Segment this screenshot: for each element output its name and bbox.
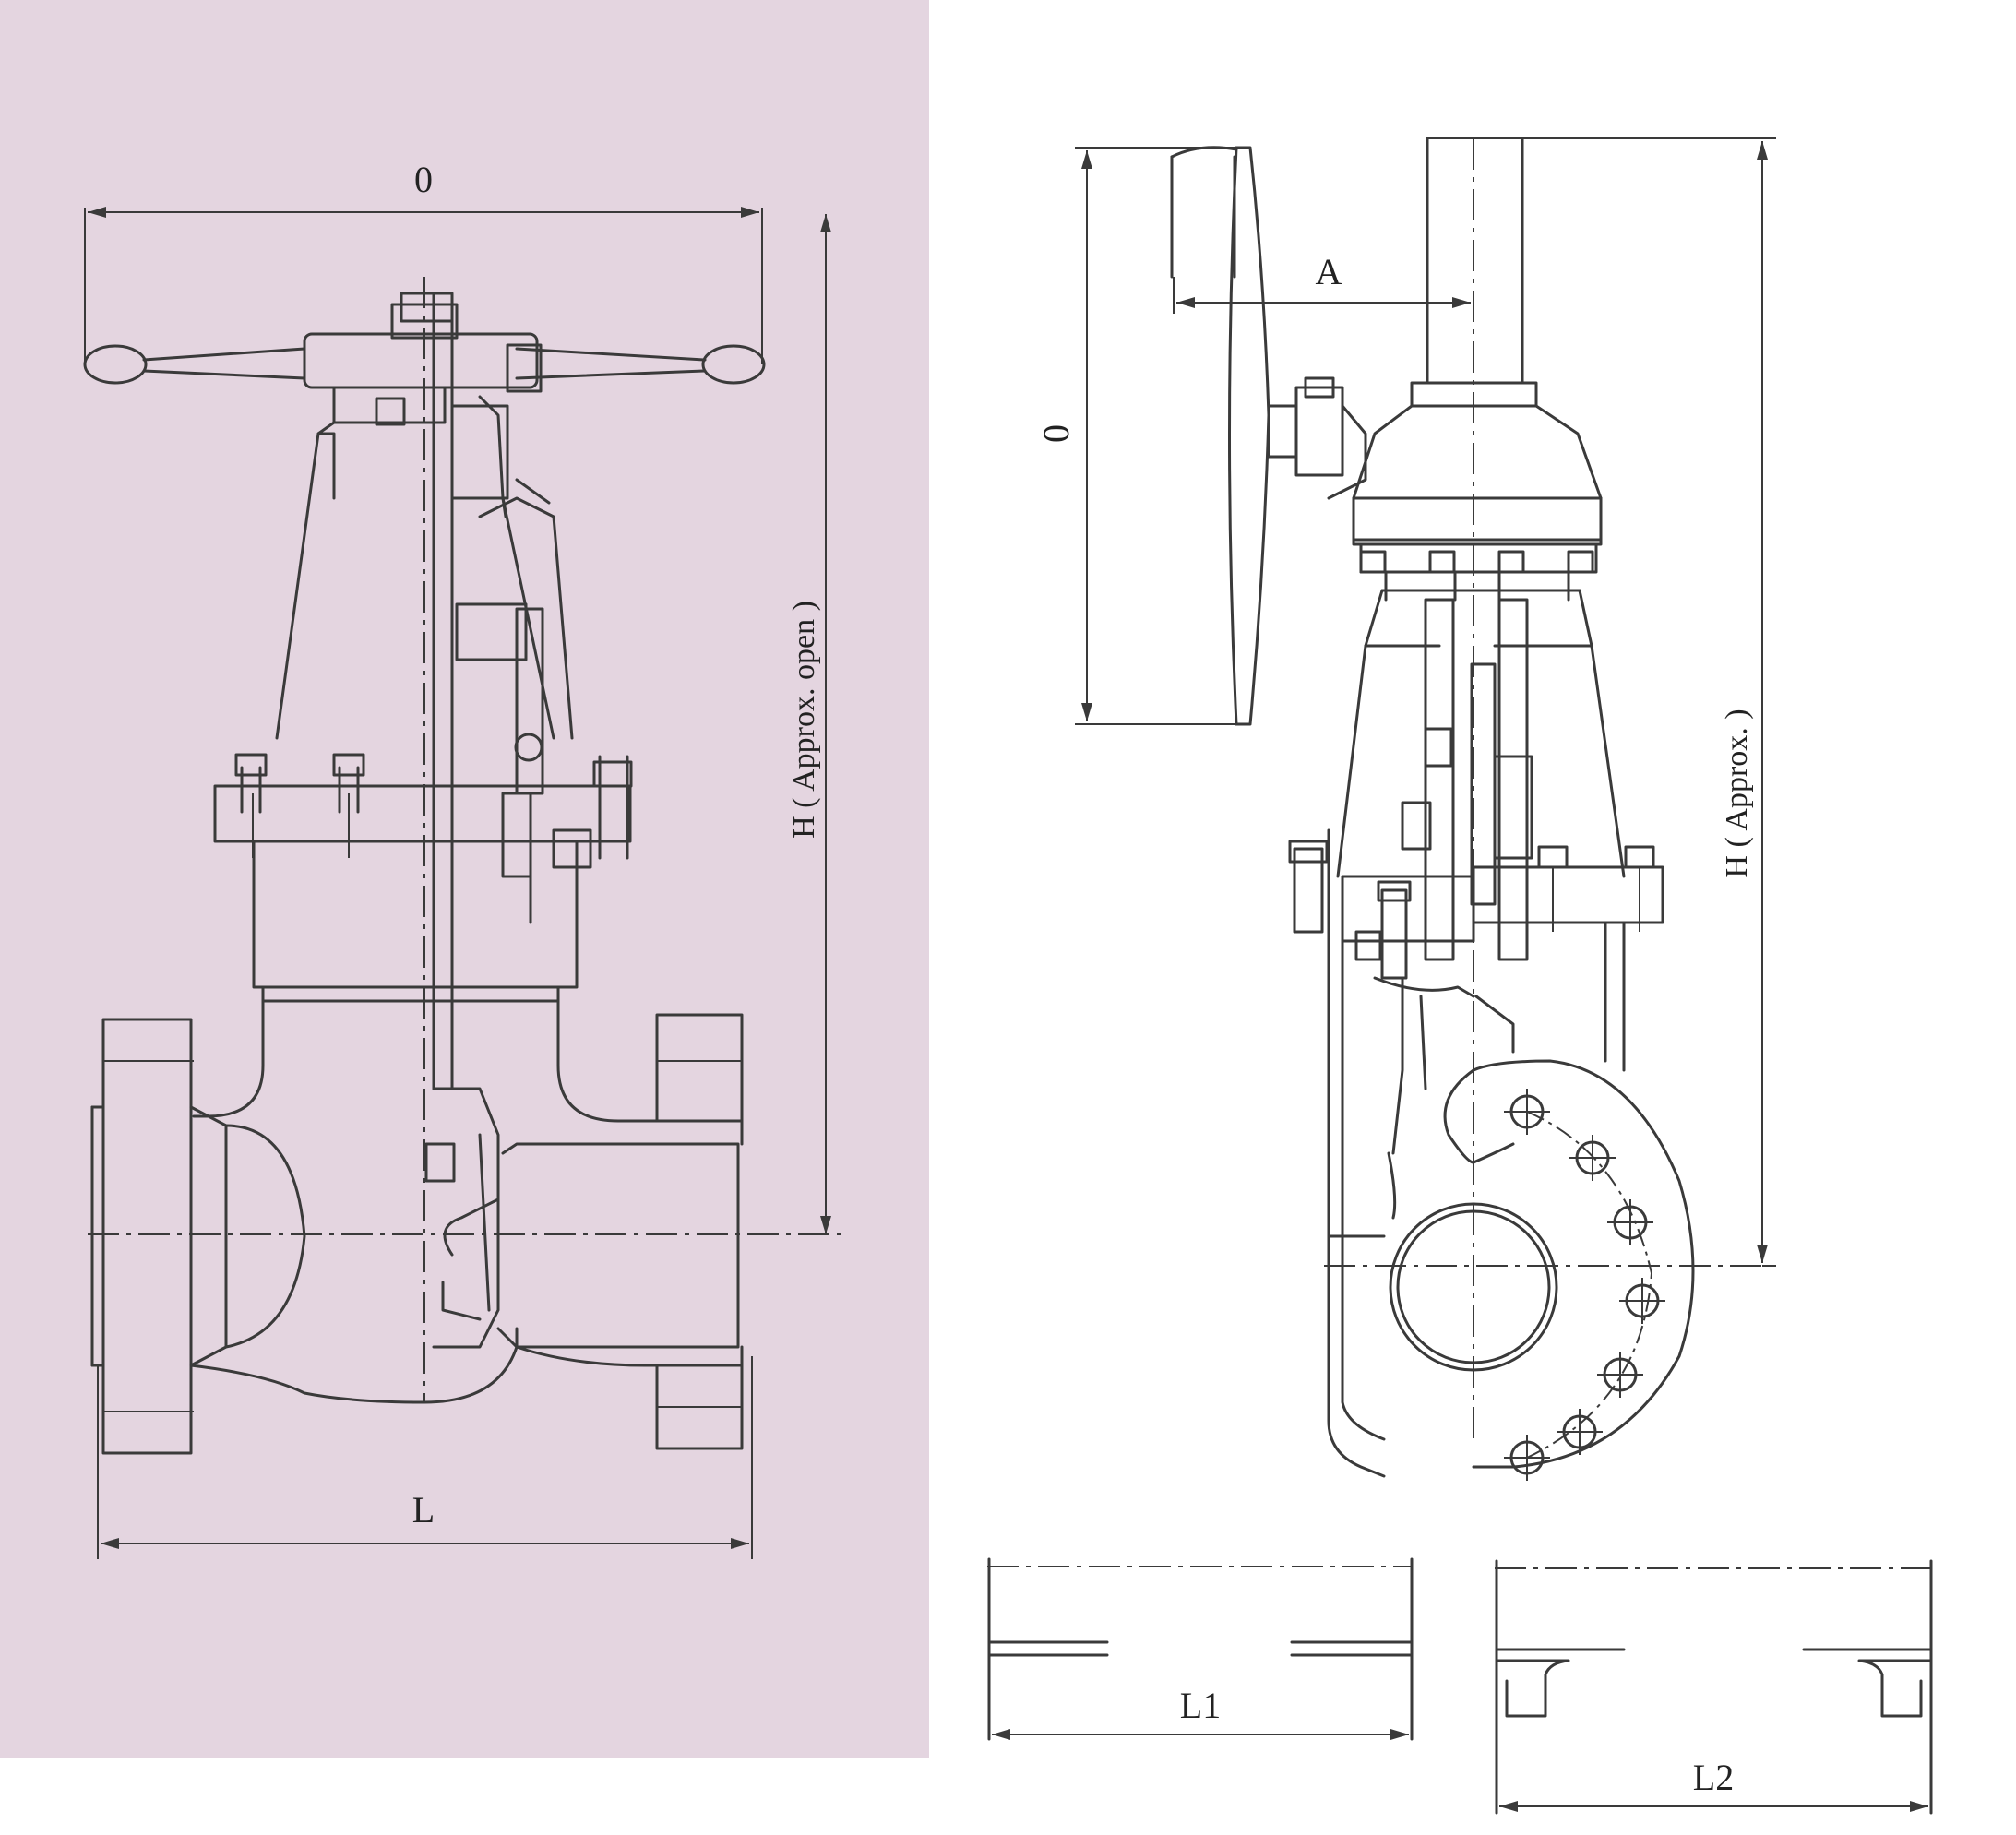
right-bonnet-flange [1288,840,1664,980]
left-valve-body [90,985,744,1455]
right-valve-drawing: A 0 H ( Approx. ) [1035,137,1776,1481]
left-panel-background [0,0,929,1758]
left-stem [400,277,454,1402]
left-bonnet-flange [213,753,633,989]
right-label-A: A [1316,251,1342,292]
right-dimension-O: 0 [1035,147,1236,725]
left-label-L: L [412,1489,435,1531]
right-bonnet [1336,589,1626,961]
right-gearbox [1352,381,1603,602]
right-label-O: 0 [1035,424,1077,443]
left-bonnet [275,386,592,924]
right-handwheel [1170,146,1367,726]
left-label-H: H ( Approx. open ) [787,601,821,839]
left-valve-drawing: 0 L H ( Approx. open ) [83,159,844,1559]
right-label-H: H ( Approx. ) [1720,709,1754,877]
left-dimension-L: L [97,1356,753,1559]
left-dimension-O: 0 [84,159,763,364]
right-stem [1426,137,1524,1439]
label-L1: L1 [1180,1685,1221,1726]
right-valve-body [1327,828,1695,1481]
end-view-L2: L2 [1495,1559,1933,1815]
left-dimension-H: H ( Approx. open ) [787,214,831,1234]
right-flange-bolt-holes [1504,1089,1665,1481]
right-dimension-H: H ( Approx. ) [1427,137,1776,1267]
right-dimension-A: A [1173,251,1471,314]
left-label-O: 0 [414,159,433,200]
label-L2: L2 [1693,1757,1734,1798]
end-view-L1: L1 [987,1557,1414,1741]
